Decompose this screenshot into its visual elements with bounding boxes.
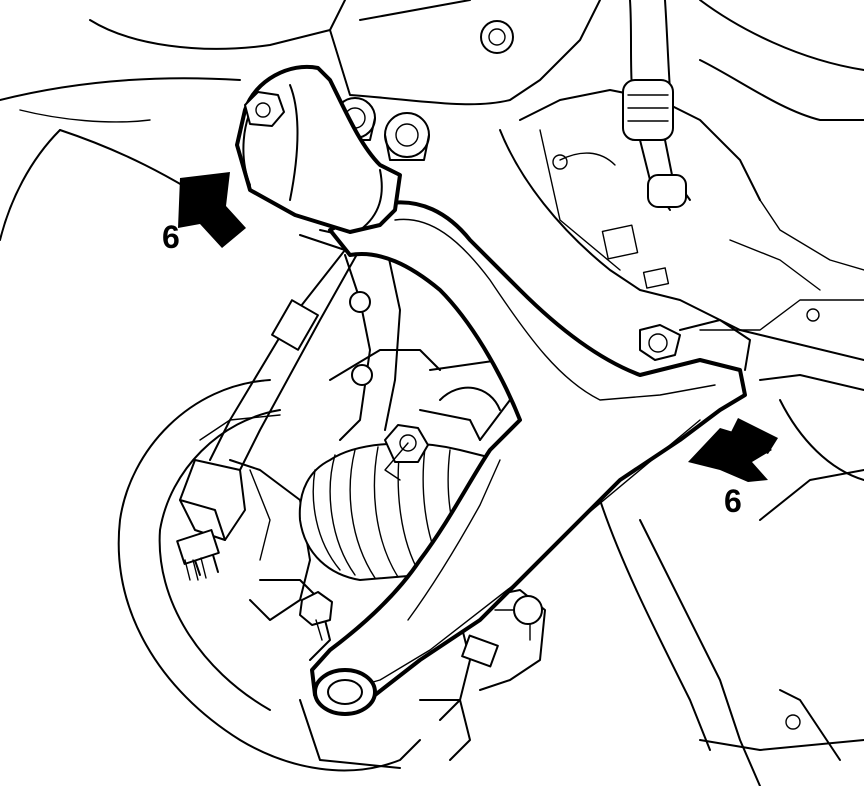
strut-bracket <box>339 239 401 441</box>
brake-line-pipe <box>622 0 691 211</box>
upper-control-arm <box>310 200 747 712</box>
boot-bolt <box>384 424 429 481</box>
rear-bushing <box>639 319 751 371</box>
front-bushing <box>235 64 402 234</box>
knuckle-stud <box>299 591 333 641</box>
callout-label-right: 6 <box>724 483 742 519</box>
callout-arrow-right <box>688 418 778 482</box>
lower-bushing <box>313 668 377 716</box>
tie-rod <box>176 229 366 581</box>
callout-label-left: 6 <box>162 219 180 255</box>
steering-knuckle <box>229 349 546 761</box>
callout-arrow-left <box>178 172 246 248</box>
